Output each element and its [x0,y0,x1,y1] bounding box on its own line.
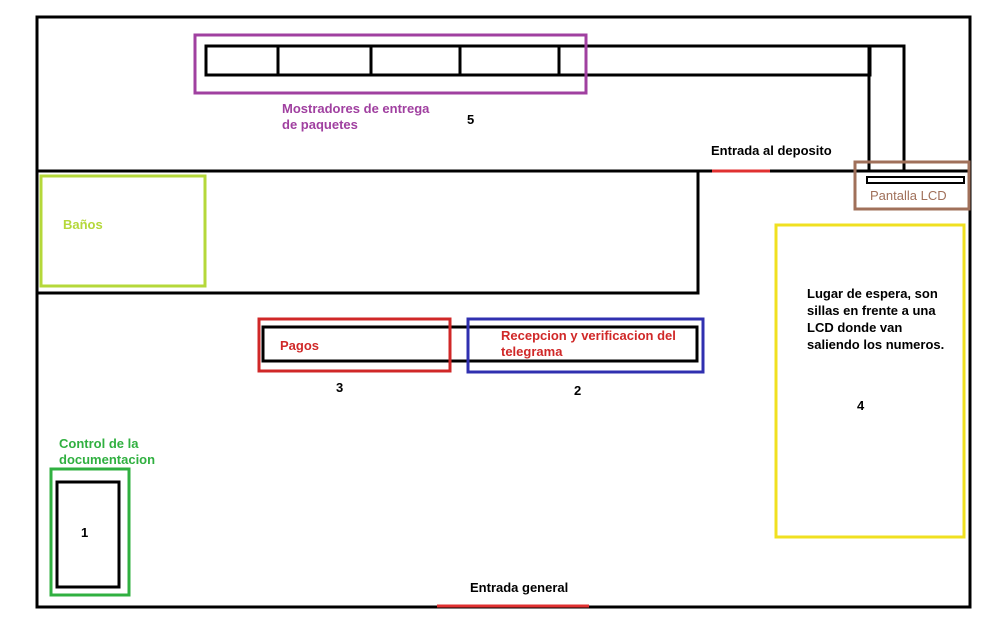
pagos-label: Pagos [280,338,320,353]
recepcion-frame [466,317,705,374]
pantalla-lcd-label: Pantalla LCD [870,188,947,203]
counter-vertical [867,44,906,173]
control-desk [55,480,121,589]
pantalla-frame [853,160,971,211]
lugar-espera-label: Lugar de espera, son sillas en frente a … [807,286,945,352]
entrada-general-label: Entrada general [470,580,569,595]
counter-row [204,44,872,77]
pagos-frame [257,317,452,373]
mostradores-label: Mostradores de entrega de paquetes [282,101,430,132]
banos-label: Baños [63,217,103,232]
recepcion-label: Recepcion y verificacion del telegrama [501,328,676,359]
number-4: 4 [857,398,865,413]
banos-frame [39,174,207,288]
inner-room-wall [37,171,700,295]
espera-frame [774,223,966,539]
number-2: 2 [574,383,582,398]
control-frame [49,467,131,597]
lcd-screen [866,176,965,184]
number-5: 5 [467,112,475,127]
control-label: Control de la documentacion [59,436,156,467]
mostradores-frame [193,33,588,95]
desk-counter [261,325,699,363]
number-3: 3 [336,380,344,395]
entrada-deposito-label: Entrada al deposito [711,143,832,158]
number-1: 1 [81,525,89,540]
